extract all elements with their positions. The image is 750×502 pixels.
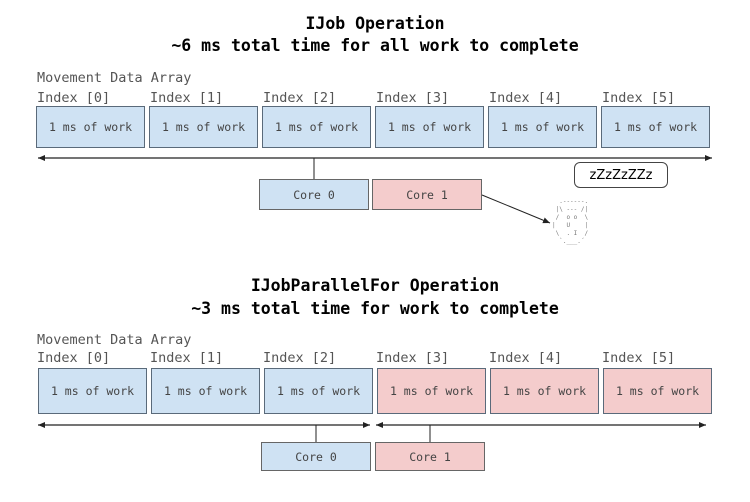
ijob-array-label: Movement Data Array — [37, 70, 192, 86]
ijob-title: IJob Operation — [305, 14, 445, 33]
idle-arrow — [481, 194, 551, 224]
sleep-speech-bubble: zZzZzZZz — [574, 162, 668, 188]
ijob-arrows — [38, 155, 712, 224]
index-label: Index [4] — [489, 90, 563, 106]
work-cell: 1 ms of work — [264, 368, 373, 414]
core-0-box: Core 0 — [259, 179, 369, 210]
work-cell: 1 ms of work — [377, 368, 486, 414]
core-1-box: Core 1 — [372, 179, 482, 210]
work-cell: 1 ms of work — [601, 106, 710, 148]
parallel-data-array: 1 ms of work 1 ms of work 1 ms of work 1… — [38, 368, 718, 414]
work-cell: 1 ms of work — [38, 368, 147, 414]
index-label: Index [2] — [263, 350, 337, 366]
work-cell: 1 ms of work — [262, 106, 371, 148]
index-label: Index [4] — [489, 350, 563, 366]
parallel-title: IJobParallelFor Operation — [250, 276, 500, 295]
work-cell: 1 ms of work — [151, 368, 260, 414]
index-label: Index [0] — [37, 350, 111, 366]
work-cell: 1 ms of work — [490, 368, 599, 414]
work-cell: 1 ms of work — [149, 106, 258, 148]
index-label: Index [3] — [376, 350, 450, 366]
ijob-index-row: Index [0] Index [1] Index [2] Index [3] … — [37, 90, 717, 108]
index-label: Index [1] — [150, 90, 224, 106]
ijob-subtitle: ~6 ms total time for all work to complet… — [171, 36, 579, 55]
index-label: Index [0] — [37, 90, 111, 106]
sleeping-face-icon: .------. |\ --- /| / o o \ | U | \ . I /… — [552, 198, 589, 245]
work-cell: 1 ms of work — [36, 106, 145, 148]
index-label: Index [5] — [602, 90, 676, 106]
ijob-data-array: 1 ms of work 1 ms of work 1 ms of work 1… — [36, 106, 716, 150]
index-label: Index [3] — [376, 90, 450, 106]
work-cell: 1 ms of work — [488, 106, 597, 148]
parallel-section: IJobParallelFor Operation ~3 ms total ti… — [0, 262, 750, 502]
parallel-index-row: Index [0] Index [1] Index [2] Index [3] … — [37, 350, 717, 368]
index-label: Index [1] — [150, 350, 224, 366]
ijob-section: IJob Operation ~6 ms total time for all … — [36, 14, 717, 245]
parallel-array-label: Movement Data Array — [37, 332, 192, 348]
parallel-subtitle: ~3 ms total time for work to complete — [191, 299, 559, 318]
parallel-arrows — [38, 422, 706, 442]
core-1-box: Core 1 — [375, 442, 485, 471]
work-cell: 1 ms of work — [375, 106, 484, 148]
core-0-box: Core 0 — [261, 442, 371, 471]
work-cell: 1 ms of work — [603, 368, 712, 414]
index-label: Index [5] — [602, 350, 676, 366]
index-label: Index [2] — [263, 90, 337, 106]
